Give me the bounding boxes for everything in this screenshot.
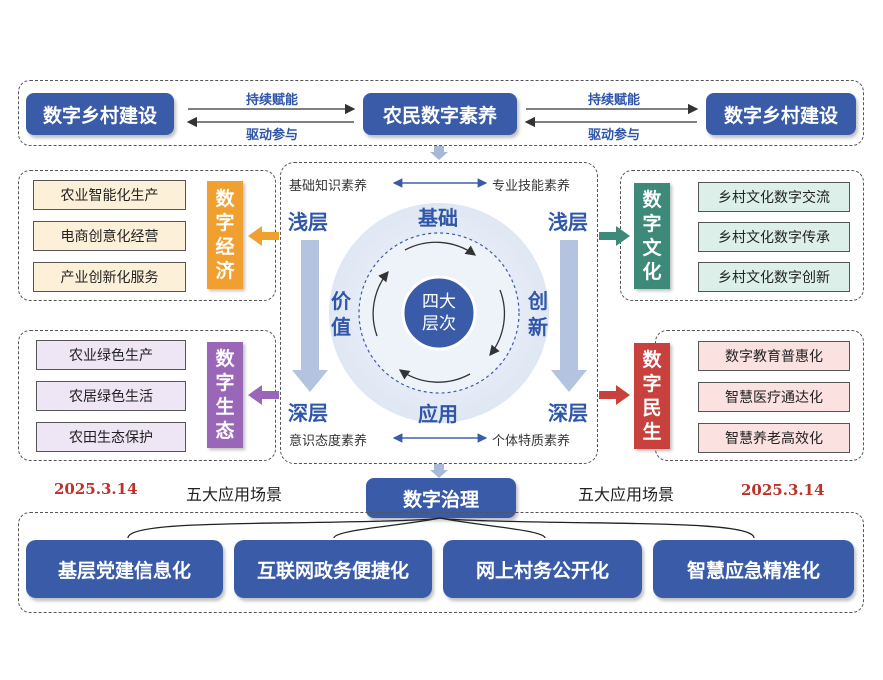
arrow-label-top-left: 持续赋能	[245, 93, 298, 108]
personal-trait-label: 个体特质素养	[492, 434, 571, 449]
ring-right-char: 创	[528, 289, 548, 313]
awareness-attitude-label: 意识态度素养	[289, 434, 368, 449]
core-line-2: 层次	[422, 314, 456, 334]
ecology-label-char: 生	[215, 396, 235, 418]
ring-left-char: 价	[331, 289, 351, 313]
core-line-1: 四大	[422, 292, 456, 312]
bottom-item-1: 基层党建信息化	[26, 540, 223, 598]
culture-item-1: 乡村文化数字交流	[698, 182, 850, 212]
ecology-item-2: 农居绿色生活	[36, 381, 186, 411]
top-center-box: 农民数字素养	[363, 93, 517, 135]
culture-label-char: 字	[642, 213, 662, 235]
economy-label-char: 字	[215, 212, 235, 234]
arrow-label-bottom-left: 驱动参与	[245, 128, 298, 143]
livelihood-label-char: 数	[642, 349, 662, 371]
ring-right-label: 创 新	[528, 288, 548, 340]
economy-item-1: 农业智能化生产	[33, 180, 186, 210]
livelihood-item-3: 智慧养老高效化	[698, 423, 850, 453]
bottom-item-2: 互联网政务便捷化	[234, 540, 432, 598]
arrow-to-culture	[599, 226, 630, 246]
cycle-arc-top	[404, 241, 477, 256]
economy-label-char: 济	[215, 260, 235, 282]
ring-bottom-label: 应用	[418, 402, 458, 426]
economy-label-char: 经	[215, 236, 235, 258]
culture-label-char: 化	[642, 261, 662, 283]
arrow-top-to-center	[430, 146, 448, 160]
economy-label-char: 数	[215, 188, 235, 210]
arrow-center-to-bottom	[430, 464, 448, 478]
professional-skill-label: 专业技能素养	[492, 179, 571, 194]
arrow-label-top-right: 持续赋能	[587, 93, 640, 108]
deep-right-label: 深层	[548, 401, 588, 425]
center-frame	[280, 162, 598, 464]
bottom-item-3: 网上村务公开化	[443, 540, 642, 598]
culture-item-3: 乡村文化数字创新	[698, 262, 850, 292]
ring-left-char: 值	[331, 315, 351, 339]
bottom-frame	[18, 512, 864, 613]
culture-item-2: 乡村文化数字传承	[698, 222, 850, 252]
ecology-label: 数 字 生 态	[207, 342, 243, 448]
culture-label-char: 文	[642, 237, 662, 259]
livelihood-item-1: 数字教育普惠化	[698, 341, 850, 371]
scene-left-label: 五大应用场景	[186, 485, 283, 504]
livelihood-label-char: 民	[642, 397, 662, 419]
ring-left-label: 价 值	[331, 288, 351, 340]
ecology-label-char: 数	[215, 348, 235, 370]
bottom-item-4: 智慧应急精准化	[653, 540, 854, 598]
ecology-item-3: 农田生态保护	[36, 422, 186, 452]
arrow-label-bottom-right: 驱动参与	[587, 128, 640, 143]
ring-right-char: 新	[528, 315, 548, 339]
down-arrow-left	[292, 240, 328, 392]
top-frame	[18, 80, 864, 146]
top-right-box: 数字乡村建设	[706, 93, 856, 135]
arrow-to-livelihood	[599, 385, 630, 405]
economy-item-2: 电商创意化经营	[33, 221, 186, 251]
governance-box: 数字治理	[366, 478, 516, 518]
ecology-label-char: 字	[215, 372, 235, 394]
core-circle	[401, 275, 477, 351]
cycle-arc-right	[489, 289, 506, 357]
arrow-to-ecology	[248, 385, 279, 405]
brace-line	[127, 517, 755, 539]
culture-label-char: 数	[642, 189, 662, 211]
brace-line-inner	[333, 517, 546, 539]
shallow-left-label: 浅层	[288, 210, 328, 234]
livelihood-item-2: 智慧医疗通达化	[698, 382, 850, 412]
economy-label: 数 字 经 济	[207, 181, 243, 289]
scene-right-label: 五大应用场景	[578, 485, 675, 504]
cycle-arc-left	[372, 270, 389, 337]
shallow-right-label: 浅层	[548, 210, 588, 234]
top-left-box: 数字乡村建设	[26, 93, 174, 135]
ecology-label-char: 态	[215, 420, 235, 442]
livelihood-label: 数 字 民 生	[634, 343, 670, 449]
ring-top-label: 基础	[418, 206, 458, 230]
ecology-item-1: 农业绿色生产	[36, 340, 186, 370]
livelihood-label-char: 字	[642, 373, 662, 395]
core-label: 四大 层次	[409, 291, 469, 335]
cycle-arc-bottom	[398, 369, 471, 383]
culture-label: 数 字 文 化	[634, 183, 670, 289]
date-right: 2025.3.14	[741, 481, 825, 499]
deep-left-label: 深层	[288, 401, 328, 425]
livelihood-label-char: 生	[642, 421, 662, 443]
arrow-to-economy	[248, 226, 279, 246]
date-left: 2025.3.14	[54, 480, 138, 498]
basic-knowledge-label: 基础知识素养	[289, 179, 368, 194]
economy-item-3: 产业创新化服务	[33, 262, 186, 292]
down-arrow-right	[551, 240, 587, 392]
